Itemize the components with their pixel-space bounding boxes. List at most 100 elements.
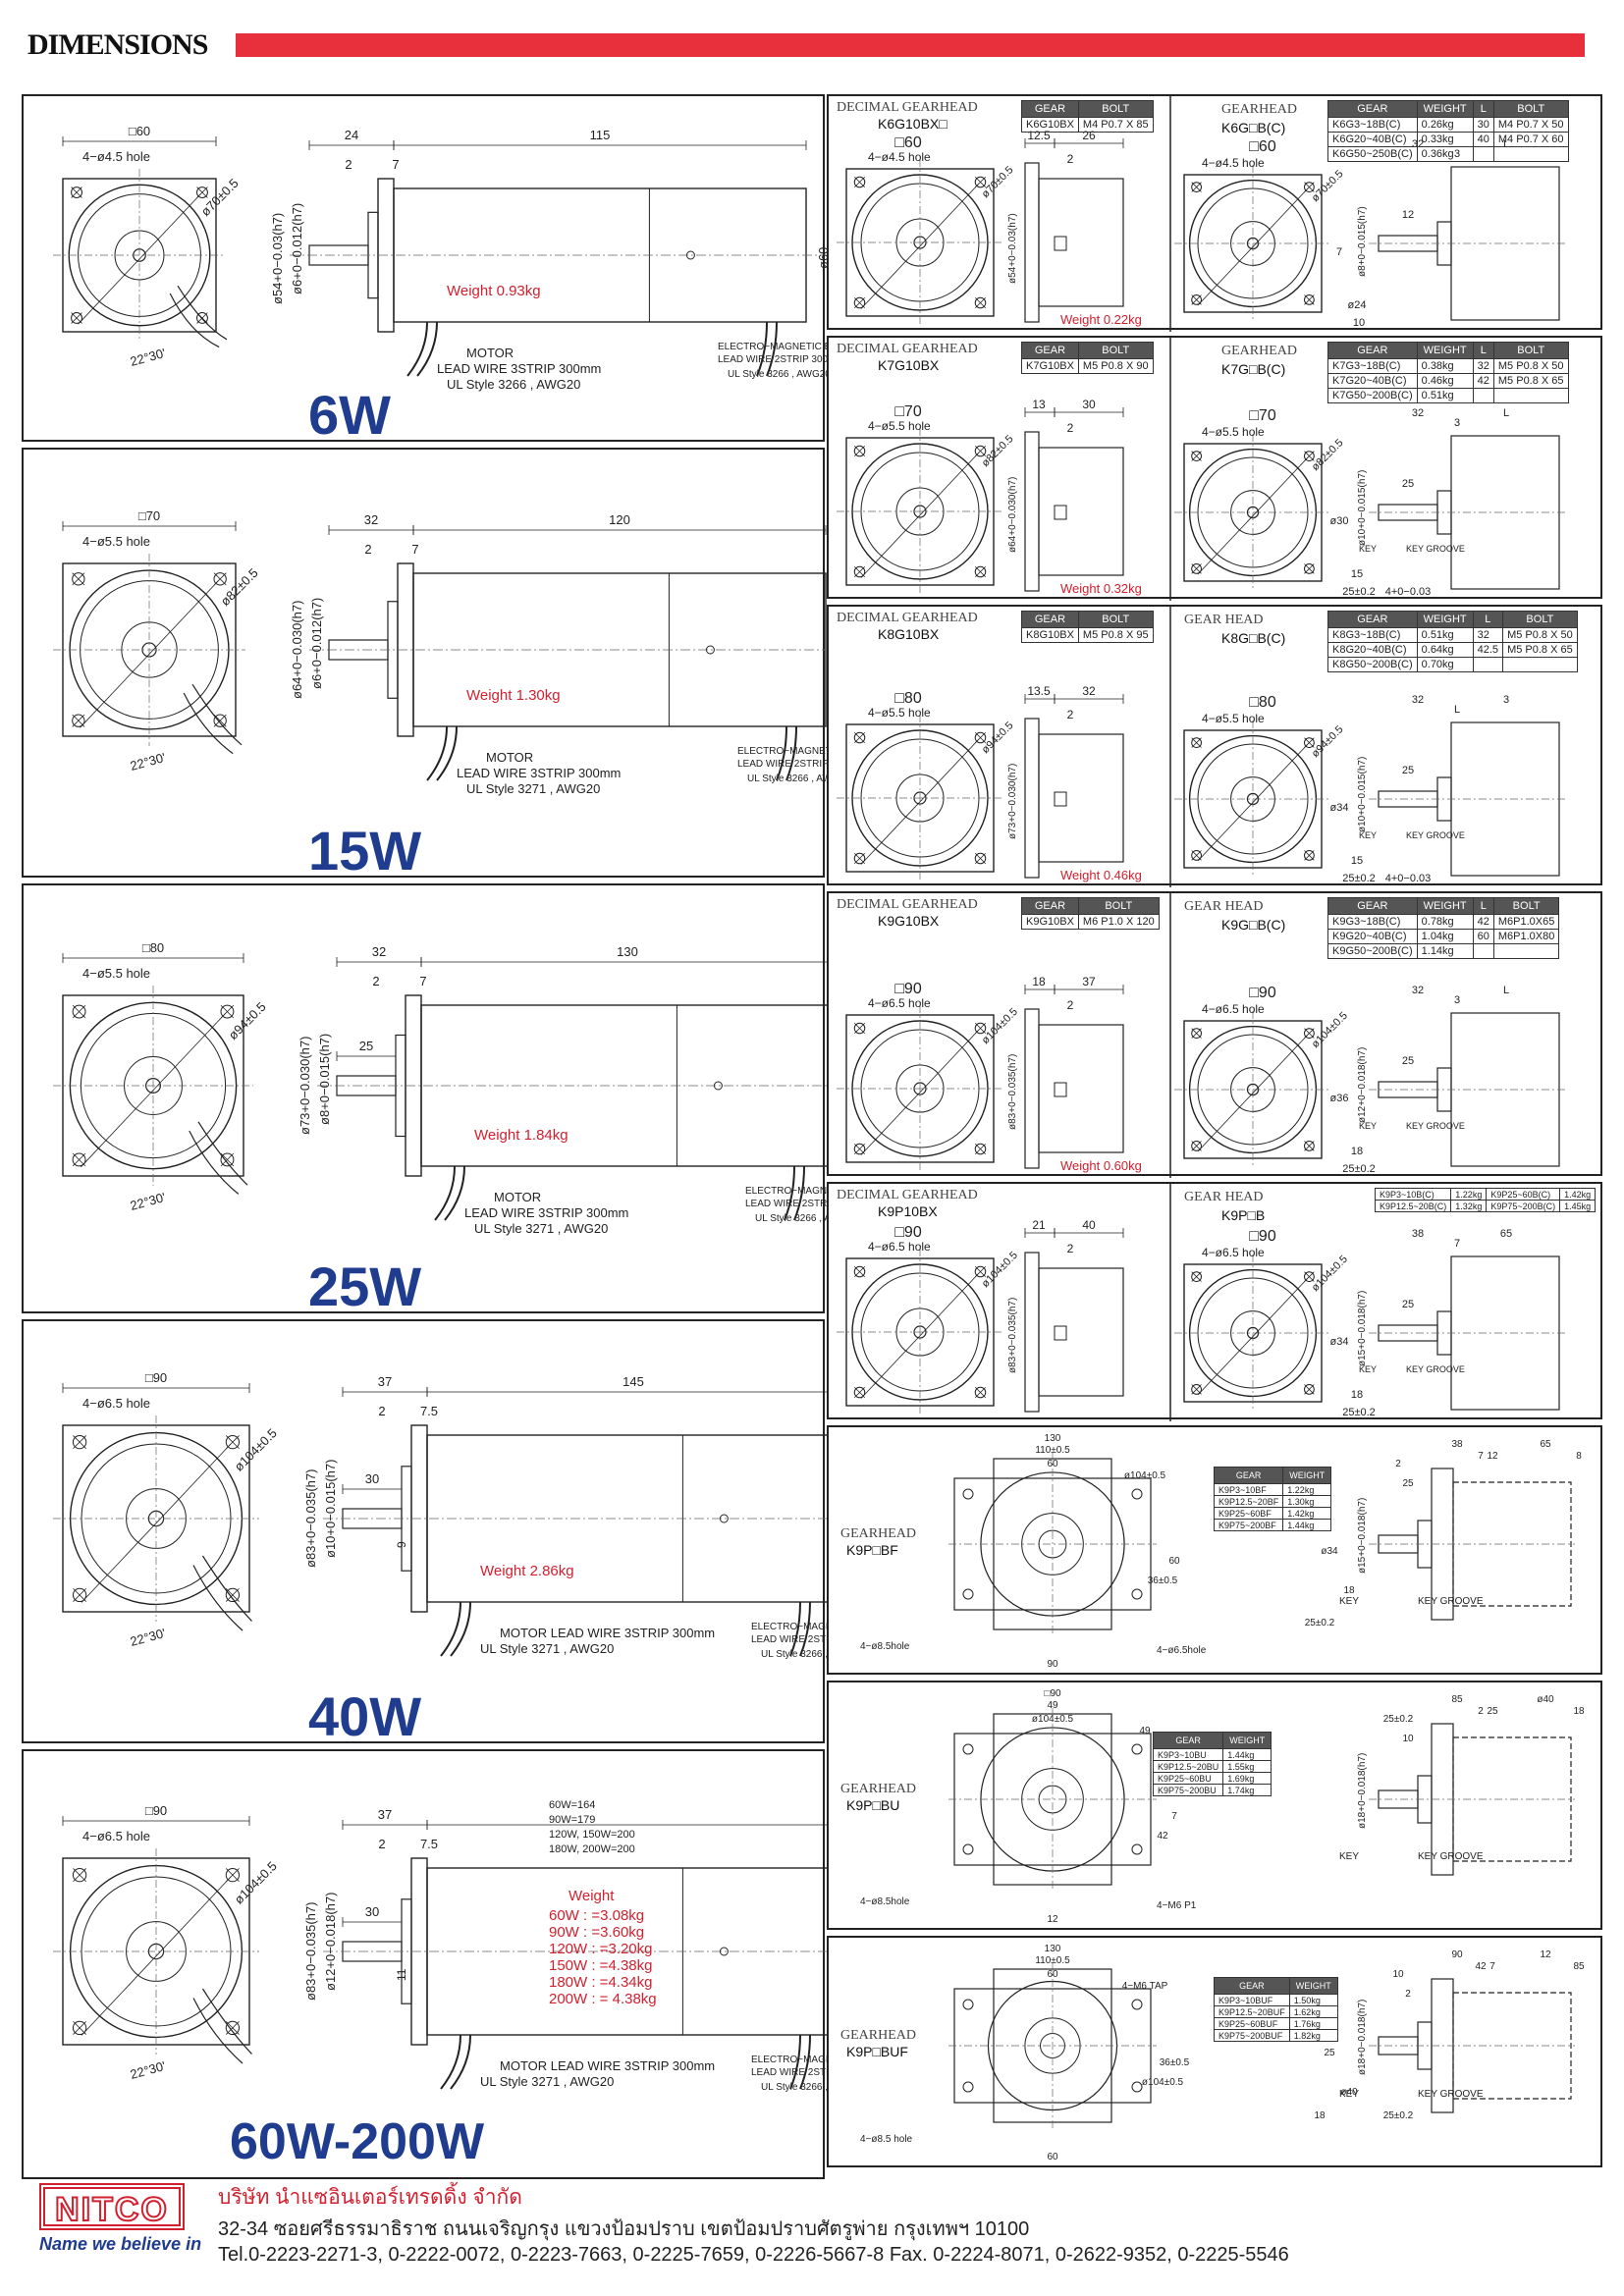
- key-groove-label: KEY GROOVE: [1406, 1364, 1465, 1374]
- brake-lead-label: ELECTRO−MAGNETIC BRAKE: [718, 342, 858, 352]
- motor-lead-label: MOTOR: [466, 346, 514, 360]
- wide-gear-drawing-0: ø15+0−0.018(h7)130110±0.560ø104±0.536±0.…: [860, 1433, 1582, 1670]
- wide-dim-7: 85: [1451, 1694, 1463, 1705]
- decimal-table-header: BOLT: [1077, 611, 1154, 628]
- wide-dim-11: 18: [1573, 1706, 1585, 1717]
- brake-lead-label: ELECTRO−MAGNETIC BRAKE: [745, 1186, 886, 1197]
- gearhead-title: GEAR HEAD: [1184, 613, 1264, 627]
- mounting-hole-label: 4−ø6.5 hole: [82, 1396, 150, 1411]
- motor-weight-item: 200W : = 4.38kg: [549, 1991, 657, 2007]
- nitco-logo: NITCO: [39, 2183, 185, 2230]
- gearhead-dim-3: 25: [1402, 478, 1414, 490]
- pilot-diameter-label: ø82±0.5: [218, 565, 261, 609]
- gearhead-table-cell: 1.22kg: [1450, 1188, 1488, 1201]
- gearhead-table-cell: K6G50~250B(C): [1327, 146, 1418, 162]
- wide-dim-4: 36±0.5: [1148, 1575, 1178, 1586]
- wide-table-cell: 1.55kg: [1222, 1760, 1272, 1773]
- gearhead-dim-5: 18: [1351, 1389, 1363, 1401]
- decimal-table-cell: M5 P0.8 X 95: [1077, 627, 1154, 643]
- wide-table-header: GEAR: [1214, 1977, 1290, 1995]
- motor-weight: Weight 0.93kg: [447, 283, 541, 299]
- gearhead-table-header: BOLT: [1492, 342, 1569, 359]
- motor-power-label: 60W-200W: [230, 2113, 485, 2170]
- decimal-table-cell: K9G10BX: [1021, 914, 1079, 930]
- gearhead-table-header: GEAR: [1327, 342, 1418, 359]
- wide-dim-6: 12: [1047, 1914, 1058, 1925]
- flange-thickness-label: 7: [411, 542, 418, 557]
- wide-hole-label: 4−ø8.5hole: [860, 1641, 910, 1652]
- wide-dim-10: 12: [1540, 1949, 1551, 1960]
- mounting-hole-label: 4−ø5.5 hole: [82, 534, 150, 549]
- decimal-table-header: GEAR: [1021, 897, 1079, 915]
- brake-lead-ul: UL Style 3266 , AWG20: [747, 774, 850, 784]
- decimal-shaft-label: ø54+0−0.03(h7): [1007, 213, 1018, 284]
- motor-lead-label: MOTOR LEAD WIRE 3STRIP 300mm: [500, 1626, 716, 1640]
- motor-power-label: 25W: [308, 1255, 422, 1317]
- gearhead-dim-7: 4+0−0.03: [1385, 873, 1432, 884]
- svg-text:NITCO: NITCO: [55, 2191, 169, 2228]
- gearhead-dim-4: ø34: [1330, 1336, 1349, 1348]
- gearhead-table-cell: M6P1.0X80: [1492, 929, 1560, 944]
- wide-shaft-label: ø18+0−0.018(h7): [1357, 2000, 1368, 2075]
- wide-table-header: WEIGHT: [1222, 1732, 1272, 1749]
- gearhead-pilot-label: ø104±0.5: [1310, 1010, 1350, 1050]
- key-label: KEY: [1359, 1364, 1377, 1374]
- gearhead-table-header: L: [1472, 342, 1494, 359]
- wide-table-header: GEAR: [1152, 1732, 1224, 1749]
- decimal-weight: Weight 0.60kg: [1060, 1158, 1142, 1173]
- wide-dim-9: 7: [1489, 1961, 1495, 1972]
- wide-dim-11: 85: [1573, 1961, 1585, 1972]
- gearhead-square-label: □70: [1249, 407, 1276, 424]
- gearhead-table-cell: M5 P0.8 X 50: [1492, 358, 1569, 374]
- wide-dim-13: 10: [1402, 1734, 1414, 1744]
- decimal-flange-front-view: [837, 159, 1003, 326]
- shaft-diameter-label: ø6+0−0.012(h7): [309, 598, 324, 689]
- gearhead-table-header: WEIGHT: [1416, 611, 1474, 628]
- gearhead-dim-4: 7: [1336, 246, 1342, 258]
- wide-dim-15: ø40: [1340, 2087, 1358, 2098]
- gearhead-table-cell: 0.51kg: [1416, 627, 1474, 643]
- gearhead-table-cell: K6G20~40B(C): [1327, 132, 1418, 147]
- wide-key-label: KEY: [1339, 2089, 1359, 2100]
- gearhead-table-cell: K8G50~200B(C): [1327, 657, 1418, 672]
- wide-dim-5: 36±0.5: [1160, 2057, 1190, 2068]
- decimal-square-label: □60: [894, 134, 922, 151]
- gearhead-shaft-label: ø10+0−0.015(h7): [1357, 470, 1368, 546]
- flange-size-label: □80: [142, 940, 164, 955]
- gearhead-table-cell: [1472, 388, 1494, 403]
- wide-dim-8: 42: [1475, 1961, 1487, 1972]
- wide-dim-2: ø104±0.5: [1032, 1714, 1074, 1725]
- gearhead-table-cell: 0.70kg: [1416, 657, 1474, 672]
- wide-table-cell: K9P3~10BUF: [1214, 1994, 1290, 2006]
- decimal-dim-c: 2: [1067, 152, 1074, 166]
- wide-dim-14: 25: [1324, 2048, 1335, 2058]
- wide-table-cell: 1.42kg: [1282, 1507, 1332, 1520]
- wide-table-cell: 1.82kg: [1288, 2029, 1338, 2042]
- decimal-dim-c: 2: [1067, 421, 1074, 435]
- motor-flange-front-view: [53, 554, 245, 746]
- wide-key-groove-label: KEY GROOVE: [1418, 1596, 1484, 1607]
- decimal-shaft-label: ø73+0−0.030(h7): [1007, 764, 1018, 839]
- wide-gearhead-model: K9P□BF: [846, 1542, 898, 1558]
- gearhead-table-cell: K7G3~18B(C): [1327, 358, 1418, 374]
- motor-power-label: 40W: [308, 1685, 422, 1747]
- wide-dim-10: 65: [1540, 1439, 1551, 1450]
- gearhead-square-label: □60: [1249, 138, 1276, 155]
- decimal-square-label: □90: [894, 981, 922, 997]
- gearhead-table-cell: M6P1.0X65: [1492, 914, 1560, 930]
- body-length-label: 145: [623, 1374, 644, 1389]
- wide-table-cell: K9P75~200BUF: [1214, 2029, 1290, 2042]
- decimal-dim-a: 13.5: [1027, 684, 1051, 698]
- motor-lead-label: MOTOR: [494, 1190, 542, 1204]
- wide-dim-8: 2: [1478, 1706, 1484, 1717]
- pilot-diameter-label: ø94±0.5: [226, 999, 269, 1042]
- gearhead-table-header: L: [1472, 897, 1494, 915]
- gearhead-table-cell: 32: [1472, 627, 1504, 643]
